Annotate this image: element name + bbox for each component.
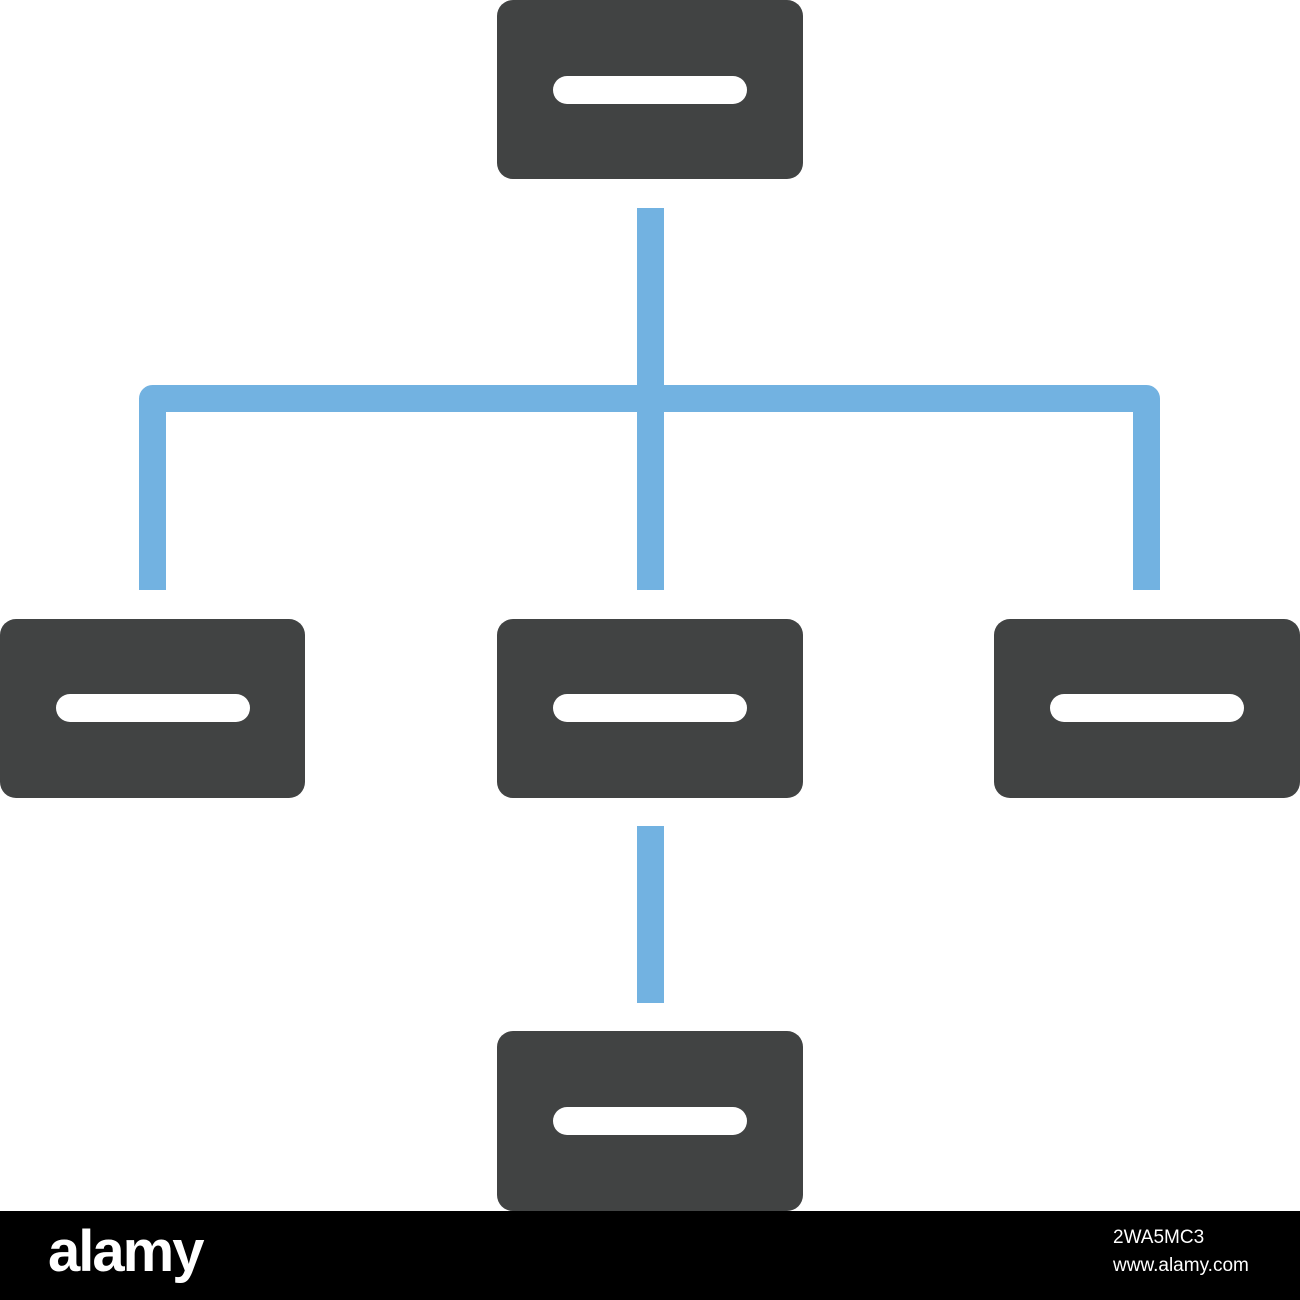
child-right-line [1050, 694, 1244, 722]
grandchild-node [497, 1031, 803, 1211]
site-url: www.alamy.com [1113, 1255, 1249, 1276]
image-id: 2WA5MC3 [1113, 1227, 1205, 1248]
alamy-logo: alamy [48, 1219, 204, 1284]
root-node [497, 0, 803, 179]
grandchild-line [553, 1107, 747, 1135]
child-node-center [497, 619, 803, 798]
root-connector [637, 208, 664, 388]
child-node-left [0, 619, 305, 798]
watermark-footer: alamy 2WA5MC3 www.alamy.com [0, 1211, 1300, 1300]
child-center-line [553, 694, 747, 722]
connectors [139, 208, 1160, 1003]
center-connector [637, 385, 664, 590]
lower-connector [637, 826, 664, 1003]
child-left-line [56, 694, 250, 722]
child-node-right [994, 619, 1300, 798]
hierarchy-org-chart-icon [0, 0, 1300, 1211]
root-line [553, 76, 747, 104]
